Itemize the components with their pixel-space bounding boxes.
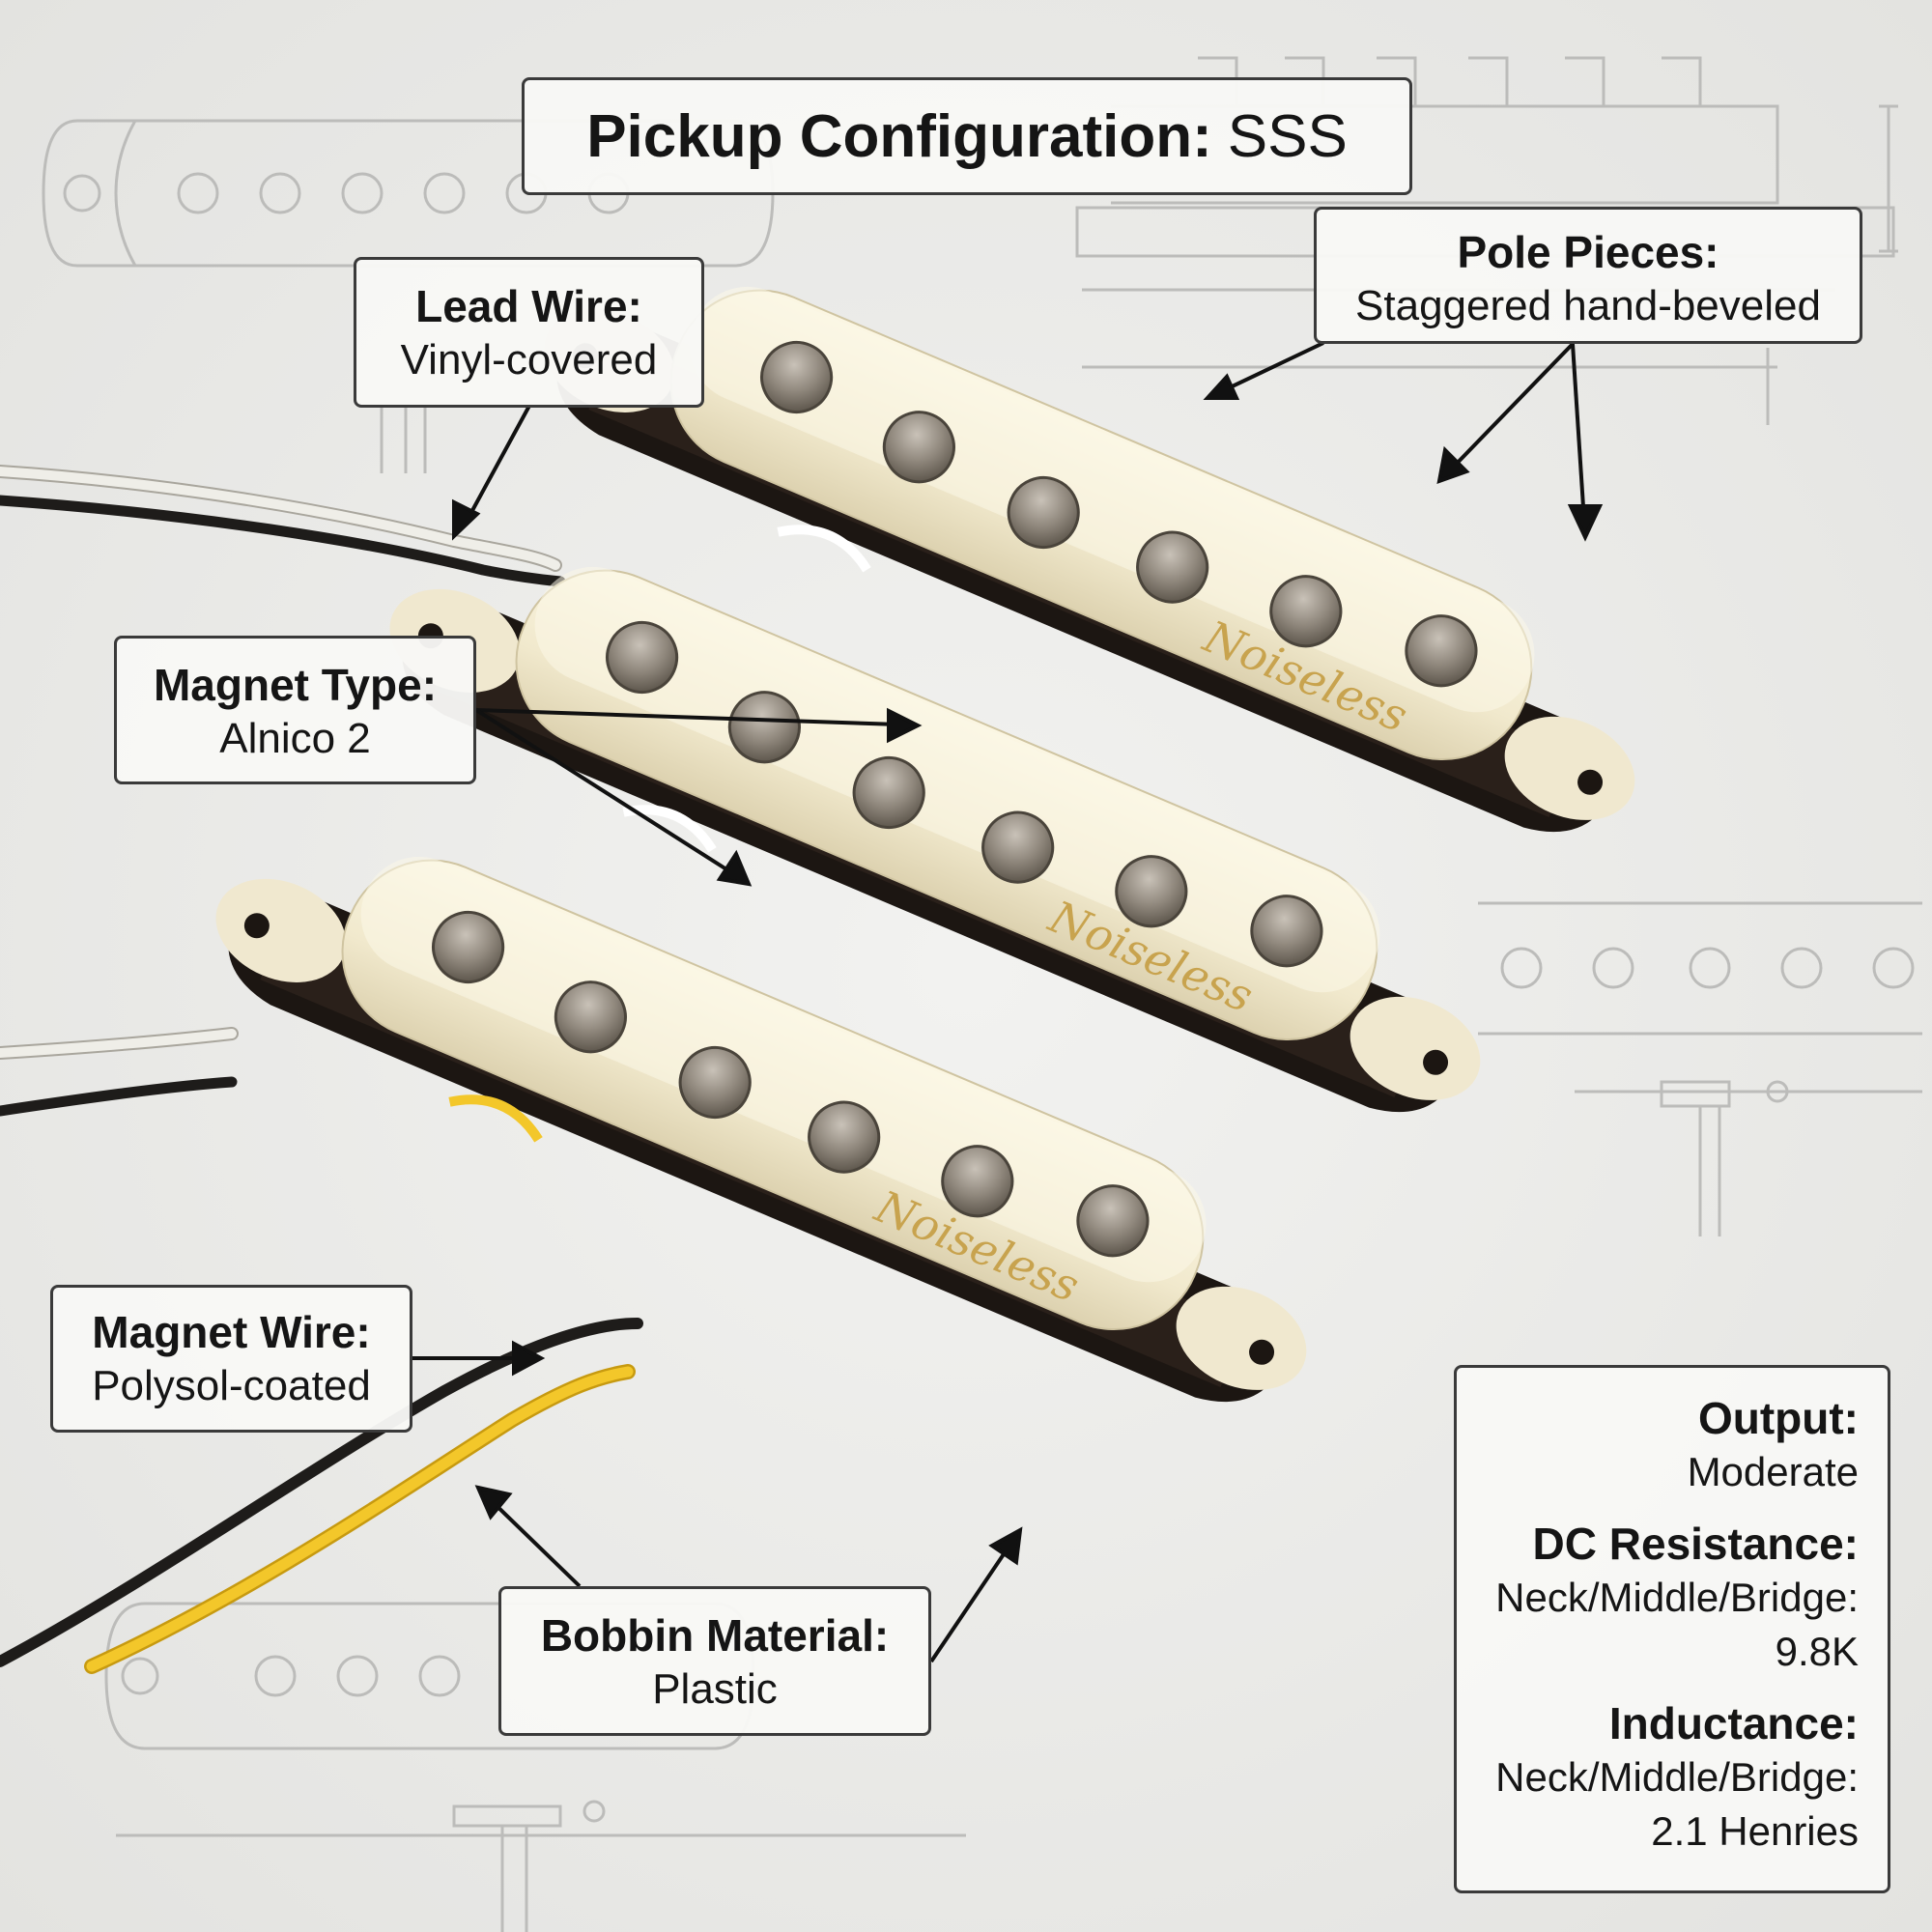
dc-resistance-label: DC Resistance: [1532, 1519, 1859, 1569]
inductance-sub: Neck/Middle/Bridge: [1495, 1754, 1859, 1800]
title-value: SSS [1227, 102, 1348, 170]
black-lead-wire-top [0, 495, 566, 587]
bobbin-material-callout: Bobbin Material: Plastic [498, 1586, 931, 1736]
magnet-wire-label: Magnet Wire: [92, 1307, 371, 1357]
arrow-pole-3 [1571, 343, 1586, 523]
inductance-label: Inductance: [1608, 1698, 1859, 1748]
pole-pieces [606, 620, 1323, 968]
dc-resistance-value: 9.8K [1775, 1629, 1859, 1674]
lead-wire-value: Vinyl-covered [400, 336, 658, 384]
arrow-magnet-2 [474, 708, 736, 876]
magnet-type-value: Alnico 2 [219, 715, 371, 762]
arrow-pole-2 [1447, 342, 1575, 473]
pickup-middle: Noiseless [389, 566, 1481, 1113]
blueprint-right [1478, 901, 1922, 1236]
pickup-bridge: Noiseless [215, 856, 1307, 1403]
bobbin-material-value: Plastic [652, 1665, 778, 1713]
pole-pieces [432, 910, 1150, 1258]
lead-wire-label: Lead Wire: [415, 281, 642, 331]
callout-arrows [412, 341, 1604, 1663]
bobbin-material-label: Bobbin Material: [540, 1610, 890, 1661]
arrow-magnet-1 [475, 708, 899, 726]
magnet-wire-value: Polysol-coated [92, 1362, 371, 1409]
lead-wire-callout: Lead Wire: Vinyl-covered [354, 257, 704, 408]
inductance-value: 2.1 Henries [1651, 1808, 1859, 1854]
pole-pieces-callout: Pole Pieces: Staggered hand-beveled [1314, 207, 1862, 344]
title-label: Pickup Configuration: [586, 102, 1212, 170]
arrow-bobbin-1 [486, 1495, 582, 1588]
output-label: Output: [1697, 1393, 1859, 1443]
dc-resistance-sub: Neck/Middle/Bridge: [1495, 1575, 1859, 1620]
pole-pieces-value: Staggered hand-beveled [1355, 282, 1821, 329]
output-value: Moderate [1687, 1449, 1859, 1494]
magnet-type-callout: Magnet Type: Alnico 2 [114, 636, 476, 784]
black-lead-wire-bottom [0, 1076, 238, 1117]
pole-pieces-label: Pole Pieces: [1457, 227, 1719, 277]
magnet-wire-callout: Magnet Wire: Polysol-coated [50, 1285, 412, 1433]
arrow-pole-1 [1221, 341, 1324, 393]
arrow-lead-wire [462, 405, 531, 527]
specs-panel: Output: Moderate DC Resistance: Neck/Mid… [1454, 1365, 1890, 1893]
arrow-bobbin-2 [929, 1544, 1011, 1663]
magnet-type-label: Magnet Type: [153, 660, 438, 710]
title-box: Pickup Configuration: SSS [522, 77, 1412, 195]
pole-pieces [760, 340, 1478, 688]
